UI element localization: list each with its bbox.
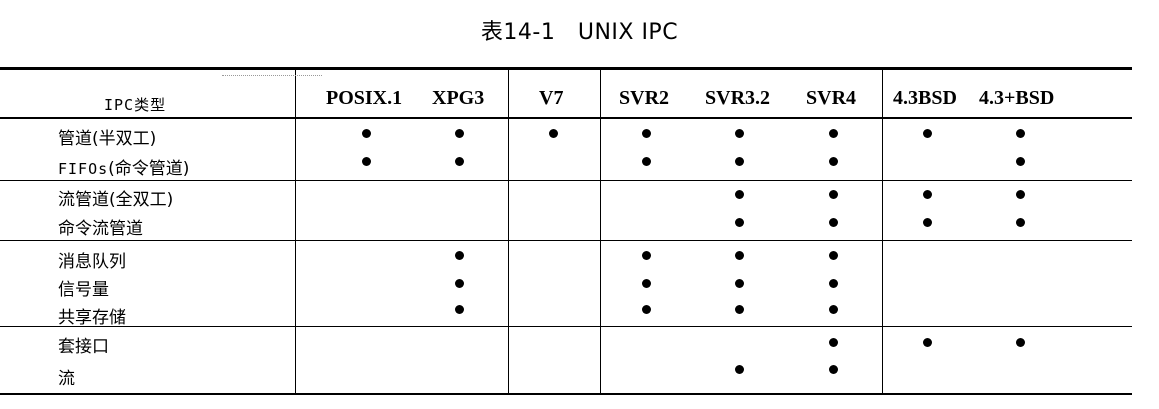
column-divider	[882, 67, 883, 395]
group-divider	[0, 326, 1132, 327]
group-divider	[0, 240, 1132, 241]
support-dot	[829, 129, 838, 138]
row-label: 流	[58, 369, 75, 389]
header-col-svr32: SVR3.2	[705, 87, 771, 109]
header-col-svr4: SVR4	[806, 87, 857, 109]
row-label: 套接口	[58, 337, 109, 357]
header-col-v7: V7	[539, 87, 564, 109]
support-dot	[1016, 157, 1025, 166]
support-dot	[455, 251, 464, 260]
support-dot	[642, 279, 651, 288]
scan-artifact	[222, 75, 322, 79]
support-dot	[735, 129, 744, 138]
support-dot	[735, 279, 744, 288]
table-caption: 表14-1 UNIX IPC	[480, 20, 679, 45]
header-bottom-rule	[0, 117, 1132, 119]
header-ipc-type: IPC类型	[104, 94, 166, 115]
support-dot	[829, 305, 838, 314]
support-dot	[829, 251, 838, 260]
header-col-xpg3: XPG3	[432, 87, 485, 109]
header-ipc-mono: IPC	[104, 96, 135, 114]
row-label-cjk: (命令管道)	[108, 159, 190, 179]
row-label: 共享存储	[58, 308, 126, 328]
support-dot	[923, 218, 932, 227]
support-dot	[642, 305, 651, 314]
support-dot	[923, 190, 932, 199]
support-dot	[1016, 129, 1025, 138]
support-dot	[362, 129, 371, 138]
support-dot	[923, 338, 932, 347]
support-dot	[829, 338, 838, 347]
support-dot	[735, 190, 744, 199]
column-divider	[508, 67, 509, 395]
support-dot	[829, 365, 838, 374]
support-dot	[642, 251, 651, 260]
support-dot	[735, 251, 744, 260]
header-col-posix1: POSIX.1	[326, 87, 403, 109]
table-top-rule	[0, 67, 1132, 70]
support-dot	[829, 218, 838, 227]
header-col-svr2: SVR2	[619, 87, 670, 109]
table-bottom-rule	[0, 393, 1132, 395]
support-dot	[829, 157, 838, 166]
support-dot	[829, 190, 838, 199]
header-ipc-cjk: 类型	[134, 96, 167, 114]
column-divider	[600, 67, 601, 395]
support-dot	[642, 157, 651, 166]
support-dot	[455, 129, 464, 138]
group-divider	[0, 180, 1132, 181]
column-divider	[295, 67, 296, 395]
header-col-43bsd: 4.3BSD	[893, 87, 957, 109]
support-dot	[829, 279, 838, 288]
row-label: 命令流管道	[58, 219, 143, 239]
support-dot	[455, 157, 464, 166]
support-dot	[735, 157, 744, 166]
support-dot	[362, 157, 371, 166]
row-label: 消息队列	[58, 252, 126, 272]
support-dot	[735, 218, 744, 227]
support-dot	[735, 365, 744, 374]
support-dot	[455, 279, 464, 288]
support-dot	[549, 129, 558, 138]
support-dot	[642, 129, 651, 138]
row-label: 管道(半双工)	[58, 129, 157, 149]
header-col-43plusbsd: 4.3+BSD	[979, 87, 1055, 109]
row-label-mono: FIFOs	[58, 160, 109, 178]
support-dot	[735, 305, 744, 314]
support-dot	[1016, 338, 1025, 347]
row-label: 信号量	[58, 280, 109, 300]
row-label: 流管道(全双工)	[58, 190, 174, 210]
support-dot	[1016, 190, 1025, 199]
support-dot	[923, 129, 932, 138]
support-dot	[455, 305, 464, 314]
row-label: FIFOs(命令管道)	[58, 154, 189, 179]
support-dot	[1016, 218, 1025, 227]
